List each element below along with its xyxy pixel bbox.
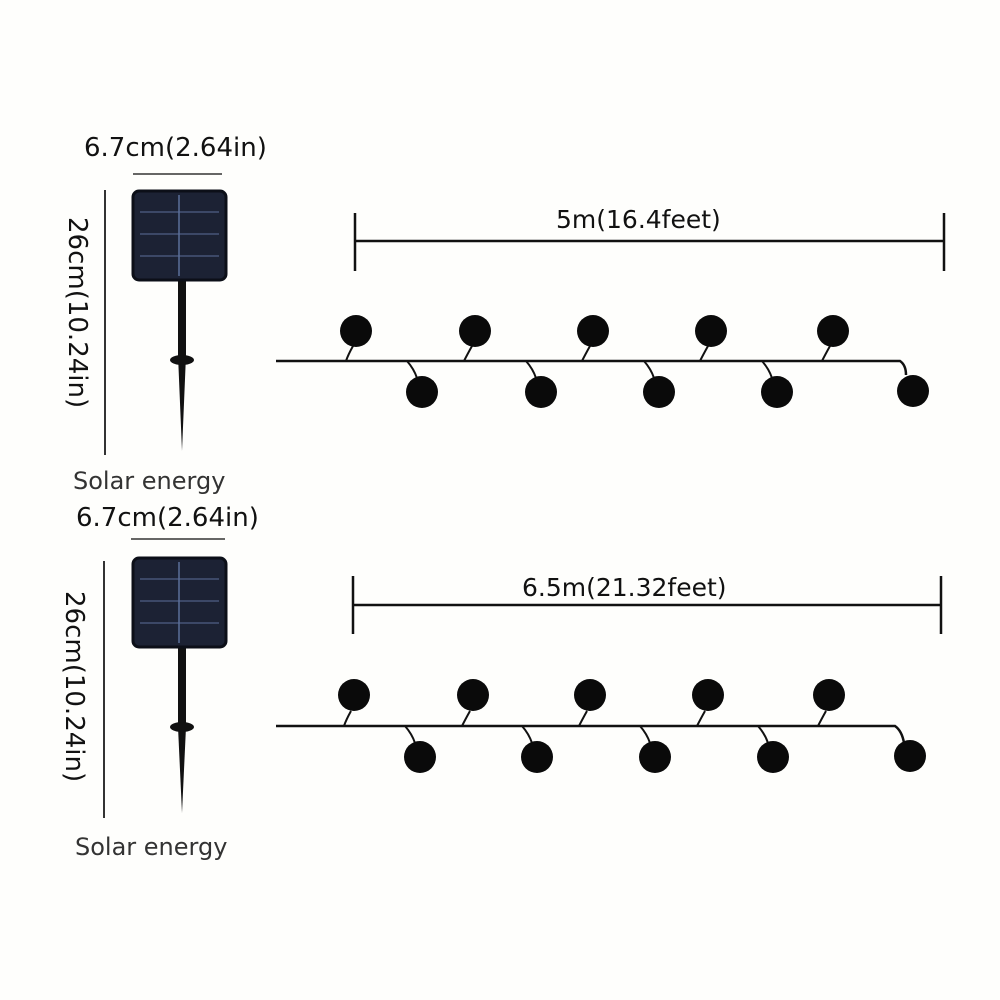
panel-width-label: 6.7cm(2.64in): [84, 133, 267, 163]
bulb-icon: [817, 315, 849, 362]
string-wire: [276, 359, 908, 376]
product-diagram-6-5m: 6.7cm(2.64in) 26cm(10.24in) 6.5m(21.32fe…: [0, 495, 1000, 865]
string-length-dimension: [351, 576, 943, 634]
solar-panel-stake: [131, 556, 228, 813]
diagram-graphics: [103, 538, 943, 818]
product-diagram-5m: 6.7cm(2.64in) 26cm(10.24in) 5m(16.4feet)…: [0, 125, 1000, 495]
light-string: [276, 679, 926, 773]
bulb-icon: [404, 725, 436, 773]
bulb-icon: [577, 315, 609, 362]
bulb-icon: [813, 679, 845, 727]
bulb-icon: [574, 679, 606, 727]
diagram-graphics: [104, 173, 946, 455]
string-wire: [276, 724, 906, 744]
bulb-icon: [643, 360, 675, 408]
bulb-icon: [525, 360, 557, 408]
solar-energy-label: Solar energy: [73, 467, 226, 495]
bulb-icon: [692, 679, 724, 727]
bulb-icon: [338, 679, 370, 727]
bulb-icon: [897, 375, 929, 407]
bulb-icon: [639, 725, 671, 773]
bulb-icon: [457, 679, 489, 727]
bulb-icon: [340, 315, 372, 362]
bulb-icon: [695, 315, 727, 362]
string-length-dimension: [353, 213, 946, 271]
bulb-icon: [521, 725, 553, 773]
solar-energy-label: Solar energy: [75, 833, 228, 861]
light-string: [276, 315, 929, 408]
bulb-icon: [406, 360, 438, 408]
panel-width-label: 6.7cm(2.64in): [76, 503, 259, 533]
solar-panel-stake: [131, 189, 228, 451]
string-length-label: 6.5m(21.32feet): [522, 573, 727, 602]
bulb-icon: [894, 740, 926, 772]
bulb-icon: [459, 315, 491, 362]
bulb-icon: [761, 360, 793, 408]
string-length-label: 5m(16.4feet): [556, 205, 721, 234]
bulb-icon: [757, 725, 789, 773]
